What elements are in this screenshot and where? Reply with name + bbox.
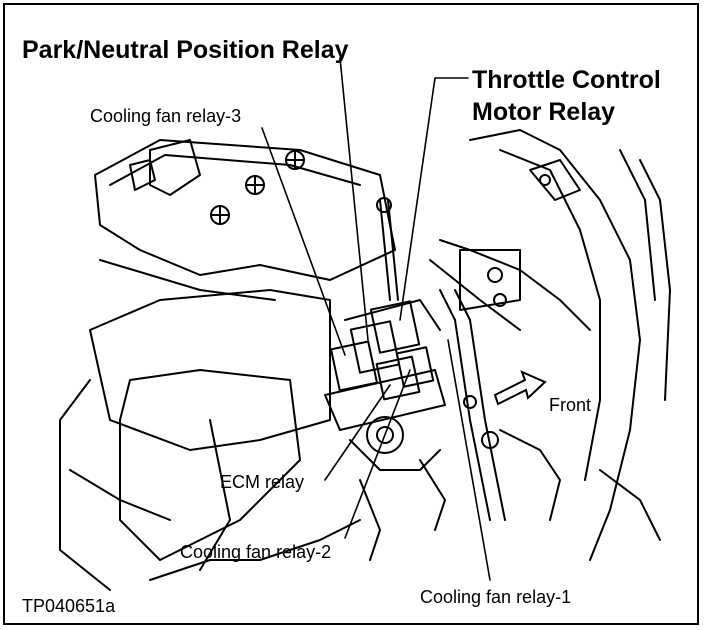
leader-throttle: [399, 77, 469, 321]
bolt-icon: [366, 416, 404, 454]
cooling-fan-relay-3-label: Cooling fan relay-3: [90, 106, 242, 126]
front-arrow-icon: [493, 370, 547, 406]
air-cleaner-housing: [89, 289, 331, 451]
figure-id-label: TP040651a: [22, 596, 116, 616]
ecm-relay-label: ECM relay: [220, 472, 305, 492]
throttle-relay-body: [369, 300, 421, 354]
throttle-relay-label-line2: Motor Relay: [472, 98, 616, 126]
leader-ecm: [324, 384, 391, 481]
cooling-fan-relay-2-label: Cooling fan relay-2: [180, 542, 332, 562]
figure-frame: [3, 3, 699, 625]
leader-cooling-fan-3: [261, 127, 346, 356]
fender-apron: [469, 129, 641, 561]
battery-outline: [94, 139, 396, 281]
leader-cooling-fan-1: [447, 339, 491, 581]
cooling-fan-relay-1-label: Cooling fan relay-1: [420, 587, 572, 607]
leader-park-neutral: [339, 57, 369, 341]
front-label: Front: [549, 395, 592, 415]
throttle-relay-label-line1: Throttle Control: [472, 66, 661, 94]
cooling-fan-relay-2-body: [395, 346, 435, 388]
park-neutral-relay-body: [349, 320, 401, 374]
park-neutral-relay-label: Park/Neutral Position Relay: [22, 36, 349, 64]
leader-cooling-fan-2: [344, 369, 411, 539]
